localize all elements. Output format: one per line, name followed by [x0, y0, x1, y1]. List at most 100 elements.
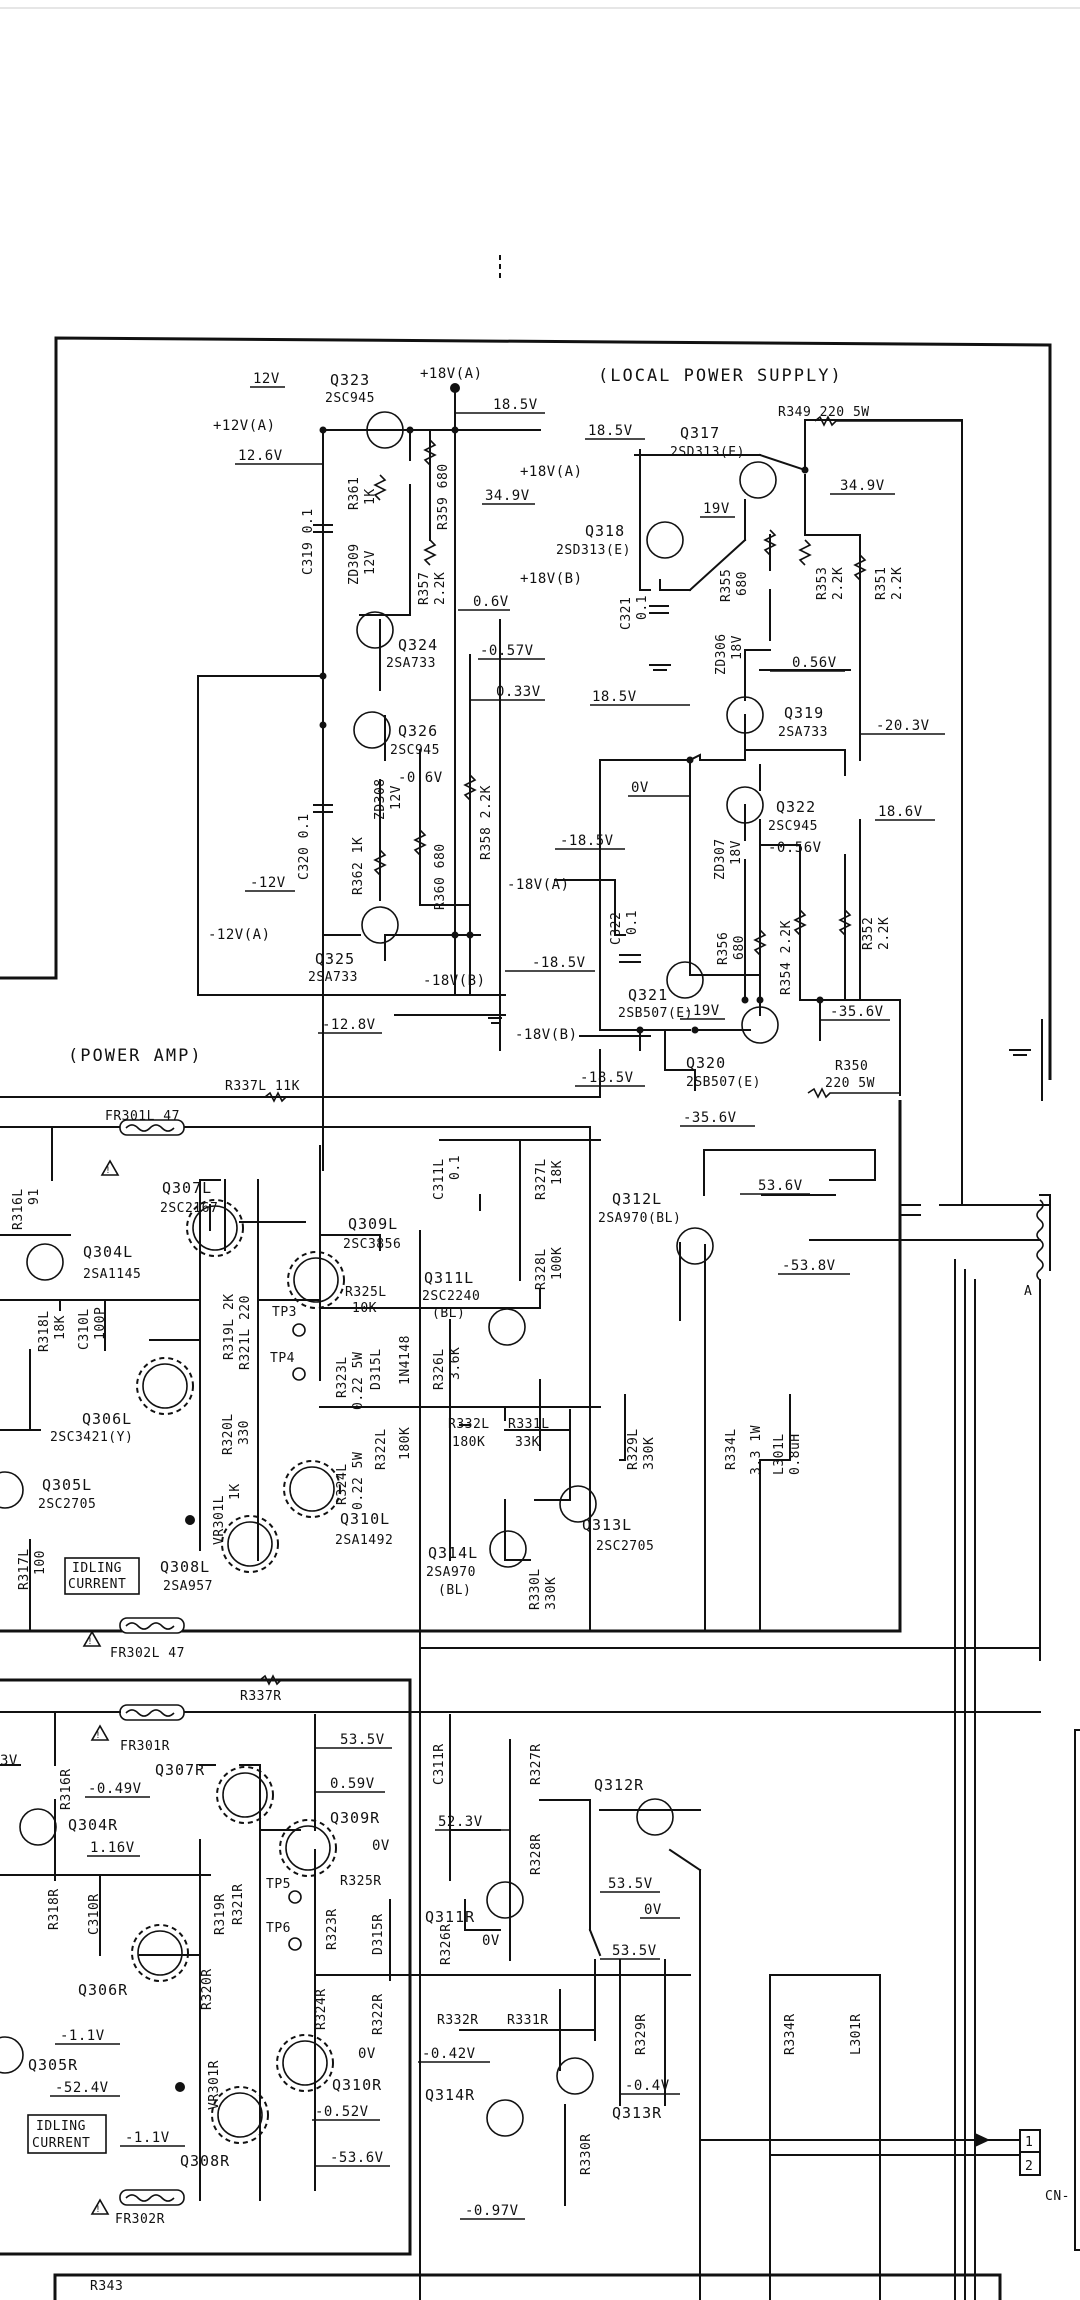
q309r-label: Q309R — [330, 1809, 380, 1827]
q325-part: 2SA733 — [308, 970, 358, 985]
voltage-53-5v-bottom: 53.5V — [612, 1943, 657, 1959]
l301r-label: L301R — [849, 2013, 864, 2055]
q307r-label: Q307R — [155, 1761, 205, 1779]
c319-label: C319 0.1 — [301, 508, 316, 575]
r349-label: R349 220 5W — [778, 405, 870, 420]
q317-part: 2SD313(E) — [670, 445, 745, 460]
q321-part: 2SB507(E) — [618, 1006, 693, 1021]
voltage-neg-0-97v: -0.97V — [465, 2203, 519, 2219]
coil-stack: A — [1024, 1019, 1044, 1661]
r350-label: R350 — [835, 1059, 868, 1074]
voltage-18-5v-top: 18.5V — [493, 397, 538, 413]
c310l-label: C310L — [77, 1308, 92, 1350]
r323l-value: 0.22 5W — [351, 1352, 366, 1410]
q313l-label: Q313L — [582, 1516, 632, 1534]
r328l-label: R328L — [534, 1248, 549, 1290]
voltage-34-9v-right: 34.9V — [840, 478, 885, 494]
voltage-neg-1-1v: -1.1V — [60, 2028, 105, 2044]
voltage-0v-q312r: 0V — [644, 1902, 662, 1918]
voltage-neg-18-5v-bottom: -18.5V — [580, 1070, 634, 1086]
r357-value: 2.2K — [433, 572, 448, 605]
tp6-label: TP6 — [266, 1921, 291, 1936]
c321-label: C321 — [619, 597, 634, 630]
r322l-label: R322L — [374, 1428, 389, 1470]
q307l-label: Q307L — [162, 1179, 212, 1197]
voltage-18v-b: +18V(B) — [520, 571, 583, 587]
d315l-label: D315L — [369, 1348, 384, 1390]
r322l-value: 180K — [398, 1427, 413, 1460]
r330l-value: 330K — [544, 1577, 559, 1610]
power-supply-frame — [0, 336, 1052, 1080]
voltage-53-5v-mid: 53.5V — [608, 1876, 653, 1892]
left-channel-labels: Q307L 2SC2167 Q309L 2SC3856 Q312L 2SA970… — [38, 1079, 850, 1661]
fuse-resistors-left — [119, 1119, 185, 2206]
r321r-label: R321R — [231, 1883, 246, 1925]
q318-label: Q318 — [585, 522, 625, 540]
q314r-label: Q314R — [425, 2086, 475, 2104]
r332r-label: R332R — [437, 2013, 479, 2028]
voltage-neg-35-6v: -35.6V — [830, 1004, 884, 1020]
r324r-label: R324R — [314, 1988, 329, 2030]
r320l-value: 330 — [237, 1420, 252, 1445]
voltage-neg-1-1v-bottom: -1.1V — [125, 2130, 170, 2146]
r326r-label: R326R — [439, 1923, 454, 1965]
q317-label: Q317 — [680, 424, 720, 442]
q313l-part: 2SC2705 — [596, 1539, 654, 1554]
fr301r-label: FR301R — [120, 1739, 170, 1754]
r327l-label: R327L — [534, 1158, 549, 1200]
current-label-left: CURRENT — [68, 1577, 126, 1592]
zd307-label: ZD307 — [713, 838, 728, 880]
voltage-neg-0-56v: -0.56V — [768, 840, 822, 856]
warning-triangles: ! ! ! ! — [82, 1159, 120, 2215]
voltage-neg-0-4v: -0.4V — [625, 2078, 670, 2094]
r319r-label: R319R — [213, 1893, 228, 1935]
voltage-12v-a: +12V(A) — [213, 418, 276, 434]
r327r-label: R327R — [529, 1743, 544, 1785]
r362-label: R362 1K — [351, 837, 366, 895]
r352-value: 2.2K — [877, 917, 892, 950]
q310l-label: Q310L — [340, 1510, 390, 1528]
r350-value: 220 5W — [825, 1076, 875, 1091]
r328r-label: R328R — [529, 1833, 544, 1875]
r319l-label: R319L 2K — [222, 1293, 237, 1360]
voltage-18v-a-top: +18V(A) — [420, 366, 483, 382]
svg-text:!: ! — [95, 1731, 100, 1741]
q308l-label: Q308L — [160, 1558, 210, 1576]
voltage-neg-18-5v-top: -18.5V — [560, 833, 614, 849]
r327l-value: 18K — [550, 1160, 565, 1185]
d315l-value: 1N4148 — [398, 1335, 413, 1385]
tp4-label: TP4 — [270, 1351, 295, 1366]
q322-part: 2SC945 — [768, 819, 818, 834]
idling-current-box-left — [64, 1557, 140, 1595]
psu-component-labels: C319 0.1 R361 1K R359 680 ZD309 12V R357… — [297, 463, 905, 995]
d315r-label: D315R — [371, 1913, 386, 1955]
q319-part: 2SA733 — [778, 725, 828, 740]
voltage-18v-a-mid: +18V(A) — [520, 464, 583, 480]
r316l-value: 91 — [27, 1188, 42, 1205]
voltage-neg-53-6v: -53.6V — [330, 2150, 384, 2166]
voltage-52-3v: 52.3V — [438, 1814, 483, 1830]
fr302r-label: FR302R — [115, 2212, 165, 2227]
r323r-label: R323R — [325, 1908, 340, 1950]
voltage-1-16v: 1.16V — [90, 1840, 135, 1856]
fr302l-label: FR302L 47 — [110, 1646, 185, 1661]
q306r-label: Q306R — [78, 1981, 128, 1999]
r361-value: 1K — [363, 488, 378, 505]
q319-label: Q319 — [784, 704, 824, 722]
q313r-label: Q313R — [612, 2104, 662, 2122]
c311l-label: C311L — [432, 1158, 447, 1200]
r325l-label: R325L — [345, 1285, 387, 1300]
q325-label: Q325 — [315, 950, 355, 968]
r356-value: 680 — [732, 935, 747, 960]
r324l-label: R324L — [335, 1463, 350, 1505]
r334r-label: R334R — [783, 2013, 798, 2055]
right-channel-transistor-symbols — [0, 1766, 674, 2144]
r332l-value: 180K — [452, 1435, 485, 1450]
q320-label: Q320 — [686, 1054, 726, 1072]
psu-transistor-labels: Q323 2SC945 Q317 2SD313(E) Q318 2SD313(E… — [308, 371, 828, 1090]
r325l-value: 10K — [352, 1301, 377, 1316]
r337l-label: R337L 11K — [225, 1079, 300, 1094]
voltage-18-5v-q317: 18.5V — [588, 423, 633, 439]
voltage-neg-19v: -19V — [684, 1003, 720, 1019]
c310r-label: C310R — [87, 1893, 102, 1935]
